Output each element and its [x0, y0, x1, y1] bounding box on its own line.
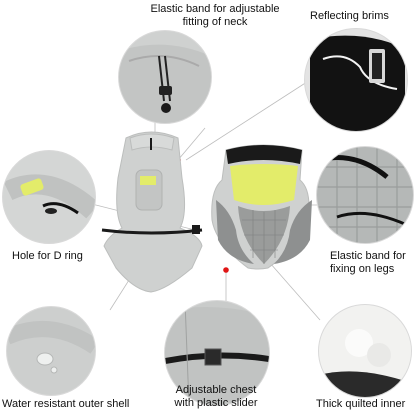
coat-back-view	[211, 144, 312, 270]
callout-reflecting-brims: Reflecting brims	[310, 10, 389, 22]
callout-adjustable-chest: Adjustable chest with plastic slider	[174, 384, 258, 409]
close-up-reflective-brim-icon	[304, 28, 408, 132]
marker-dot	[223, 267, 229, 273]
callout-d-ring-hole: Hole for D ring	[12, 250, 83, 262]
callout-neck-band: Elastic band for adjustable fitting of n…	[150, 3, 280, 28]
close-up-water-drop-icon	[6, 306, 96, 396]
callout-water-resistant: Water resistant outer shell	[2, 398, 130, 410]
close-up-chest-slider-icon	[164, 300, 270, 406]
close-up-quilted-inner-icon	[318, 304, 412, 398]
close-up-leg-band-icon	[316, 146, 414, 244]
close-up-neck-band-icon	[118, 30, 212, 124]
close-up-d-ring-hole-icon	[2, 150, 96, 244]
callout-quilted-inner: Thick quilted inner	[316, 398, 406, 410]
callout-elastic-legs: Elastic band for fixing on legs	[330, 250, 406, 275]
coat-front-view	[101, 131, 203, 293]
